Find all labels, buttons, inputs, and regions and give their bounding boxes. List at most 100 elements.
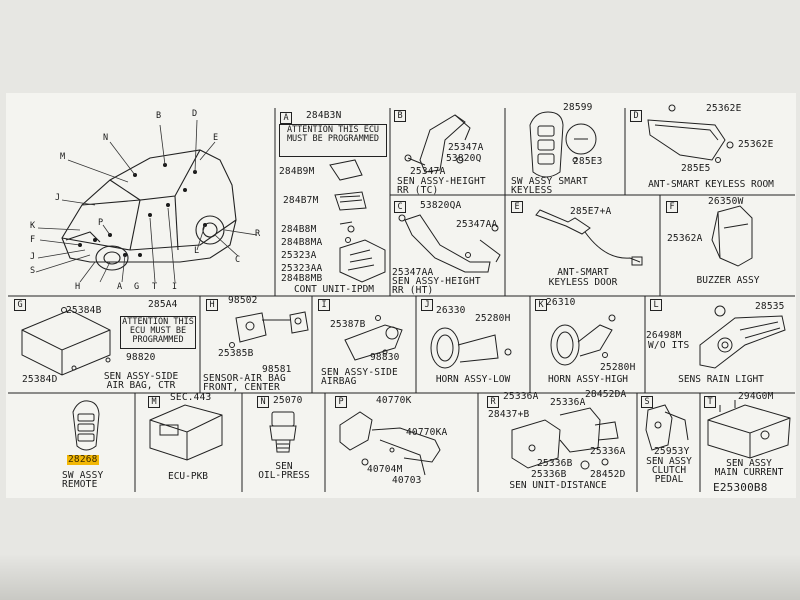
programming-warning-g: ATTENTION THIS ECU MUST BE PROGRAMMED (120, 316, 196, 349)
car-callout-leaders (35, 119, 258, 283)
oil-pressure-sensor-drawing (269, 411, 297, 453)
part-25362e-right: 25362E (738, 139, 774, 150)
horn-low-drawing (430, 327, 512, 369)
part-25362e-top: 25362E (706, 103, 742, 114)
caption-ecu-pkb: ECU-PKB (167, 471, 209, 482)
caption-ant-smart-keyless-door-1: ANT-SMART (557, 267, 609, 278)
panel-letter-t: T (704, 396, 716, 408)
panel-letter-a: A (280, 112, 292, 124)
panel-i-drawings (344, 315, 403, 361)
caption-sen-clutch-pedal-2: CLUTCH (651, 465, 687, 476)
panel-g-drawings (21, 307, 111, 376)
callout-m: L (194, 246, 200, 256)
part-25336b-upper: 25336B (537, 458, 573, 469)
part-25362a: 25362A (667, 233, 703, 244)
caption-sen-height-rr-tc-1: SEN ASSY-HEIGHT (397, 176, 486, 187)
part-98502: 98502 (228, 295, 258, 306)
part-25323a: 25323A (281, 250, 317, 261)
caption-sen-main-current-1: SEN ASSY (726, 458, 772, 469)
part-25336a-right: 25336A (590, 446, 626, 457)
caption-sensor-airbag-2: FRONT, CENTER (203, 382, 280, 393)
callout-h: H (75, 282, 81, 292)
caption-sw-smart-keyless-1: SW ASSY SMART (511, 176, 588, 187)
panel-letter-m: M (148, 396, 160, 408)
part-98581: 98581 (262, 364, 292, 375)
part-285a4: 285A4 (148, 299, 178, 310)
part-40703: 40703 (392, 475, 422, 486)
part-28437b: 28437+B (488, 409, 530, 420)
caption-sensor-airbag-1: SENSOR-AIR BAG (203, 373, 286, 384)
caption-ant-smart-keyless-room: ANT-SMART KEYLESS ROOM (648, 179, 774, 190)
caption-sen-unit-distance: SEN UNIT-DISTANCE (509, 480, 607, 491)
part-53820qa: 53820QA (420, 200, 462, 211)
callout-f: F (30, 235, 36, 245)
callout-k: K (30, 221, 36, 231)
panel-letter-f: F (666, 201, 678, 213)
part-40704m: 40704M (367, 464, 403, 475)
part-25953y: 25953Y (654, 446, 690, 457)
caption-sen-main-current-2: MAIN CURRENT (714, 467, 784, 478)
part-26350w: 26350W (708, 196, 744, 207)
caption-buzzer-assy: BUZZER ASSY (696, 275, 760, 286)
part-26498m: 26498M (646, 330, 682, 341)
part-285e7a: 285E7+A (570, 206, 612, 217)
part-284b8mb: 284B8MB (281, 273, 323, 284)
caption-sen-clutch-pedal-3: PEDAL (654, 474, 684, 485)
part-25384d: 25384D (22, 374, 58, 385)
panel-letter-c: C (394, 201, 406, 213)
caption-sen-oil-press-1: SEN (275, 461, 293, 472)
caption-sens-rain-light: SENS RAIN LIGHT (678, 374, 764, 385)
caption-horn-low: HORN ASSY-LOW (435, 374, 511, 385)
part-294g0m: 294G0M (738, 391, 774, 402)
callout-a: A (117, 282, 123, 292)
part-25280h-low: 25280H (475, 313, 511, 324)
callout-r: S (30, 266, 36, 276)
part-25387b: 25387B (330, 319, 366, 330)
callout-l: M (60, 152, 66, 162)
caption-sen-side-airbag-ctr-1: SEN ASSY-SIDE (103, 371, 179, 382)
panel-letter-r: R (487, 396, 499, 408)
callout-c: C (235, 255, 241, 265)
panel-s-drawings (645, 404, 689, 451)
panel-b-drawings (404, 114, 471, 173)
panel-letter-g: G (14, 299, 26, 311)
part-26310: 26310 (546, 297, 576, 308)
smart-key-fob-drawing (529, 111, 597, 178)
part-25336b-lower: 25336B (531, 469, 567, 480)
caption-ant-smart-keyless-door-2: KEYLESS DOOR (548, 277, 618, 288)
callout-n: P (98, 218, 104, 228)
panel-a-drawings (329, 159, 386, 283)
panel-letter-e: E (511, 201, 523, 213)
callout-e: E (213, 133, 219, 143)
panel-letter-b: B (394, 110, 406, 122)
panel-r-drawings (511, 407, 619, 470)
horn-high-drawing (550, 314, 616, 366)
panel-grid (8, 108, 795, 492)
monitor-bezel-bottom (0, 555, 800, 600)
callout-i: I (172, 282, 178, 292)
part-53820q: 53820Q (446, 153, 482, 164)
panel-letter-s: S (641, 396, 653, 408)
part-26330: 26330 (436, 305, 466, 316)
part-40770ka: 40770KA (406, 427, 448, 438)
panel-letter-l: L (650, 299, 662, 311)
part-285e5: 285E5 (681, 163, 711, 174)
part-25323aa: 25323AA (281, 263, 323, 274)
part-25070: 25070 (273, 395, 303, 406)
part-40770k: 40770K (376, 395, 412, 406)
panel-l-drawings (699, 305, 786, 369)
diagram-id: E25300B8 (713, 481, 768, 494)
caption-cont-unit-ipdm: CONT UNIT-IPDM (293, 284, 375, 295)
part-98830: 98830 (370, 352, 400, 363)
part-25347a-lower: 25347A (410, 166, 446, 177)
callout-j2: J (30, 252, 36, 262)
panel-c-drawings (398, 214, 501, 273)
caption-sen-height-rr-tc-2: RR (TC) (397, 185, 439, 196)
callout-j: J (55, 193, 61, 203)
part-25385b: 25385B (218, 348, 254, 359)
part-98820: 98820 (126, 352, 156, 363)
callout-b: B (156, 111, 162, 121)
part-sec-443: SEC.443 (170, 392, 212, 403)
